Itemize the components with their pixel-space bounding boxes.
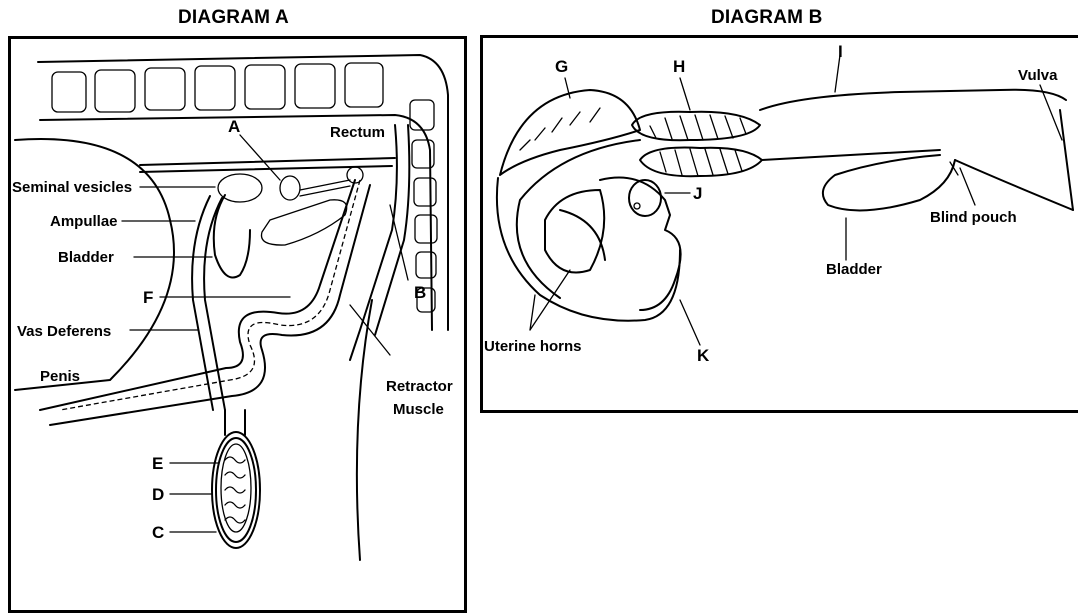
uterine-horn-outer [497, 178, 680, 321]
bladder-b-outline [823, 155, 955, 210]
vulva-lips [1060, 110, 1073, 210]
structure-k-outline [600, 178, 681, 311]
label-ampullae: Ampullae [50, 213, 118, 230]
structure-h-hatch [650, 115, 746, 176]
leader-lines-b [530, 55, 1062, 345]
label-penis: Penis [40, 368, 80, 385]
label-d: D [152, 485, 164, 504]
label-f: F [143, 288, 153, 307]
label-bladder-b: Bladder [826, 261, 882, 278]
label-b: B [414, 283, 426, 302]
structure-j-follicle [634, 203, 640, 209]
seminal-vesicle-right [280, 176, 300, 200]
female-reproductive-illustration [497, 90, 1073, 321]
label-c: C [152, 523, 164, 542]
pelvic-line-1 [140, 158, 395, 165]
label-e: E [152, 454, 163, 473]
label-rectum: Rectum [330, 124, 385, 141]
structure-j [629, 180, 661, 216]
label-retractor-line2: Muscle [393, 401, 444, 418]
label-a: A [228, 117, 240, 136]
structure-h-lower [640, 148, 762, 177]
seminal-vesicle-left [218, 174, 262, 202]
body-wall [357, 300, 372, 560]
scrotum-outer [212, 432, 260, 548]
structure-i-upper [760, 90, 1066, 110]
bladder-outline [214, 195, 250, 278]
label-seminal-vesicles: Seminal vesicles [12, 179, 132, 196]
label-retractor-line1: Retractor [386, 378, 453, 395]
structure-g [500, 90, 640, 175]
label-blind-pouch: Blind pouch [930, 209, 1017, 226]
vulva-lower [955, 160, 1073, 210]
leader-lines-a [122, 135, 408, 532]
sigmoid-flexure [261, 200, 346, 245]
label-h: H [673, 57, 685, 76]
label-vulva: Vulva [1018, 67, 1058, 84]
tunica [216, 438, 256, 542]
label-uterine-horns: Uterine horns [484, 338, 582, 355]
seminiferous-tubules [225, 457, 245, 523]
ampulla-duct [300, 180, 350, 196]
label-i: I [838, 42, 843, 61]
label-bladder: Bladder [58, 249, 114, 266]
label-j: J [693, 184, 702, 203]
rectum-wall [350, 125, 397, 360]
label-vas-deferens: Vas Deferens [17, 323, 111, 340]
label-k: K [697, 346, 710, 365]
uterine-horn-inner [517, 140, 640, 298]
label-g: G [555, 57, 568, 76]
